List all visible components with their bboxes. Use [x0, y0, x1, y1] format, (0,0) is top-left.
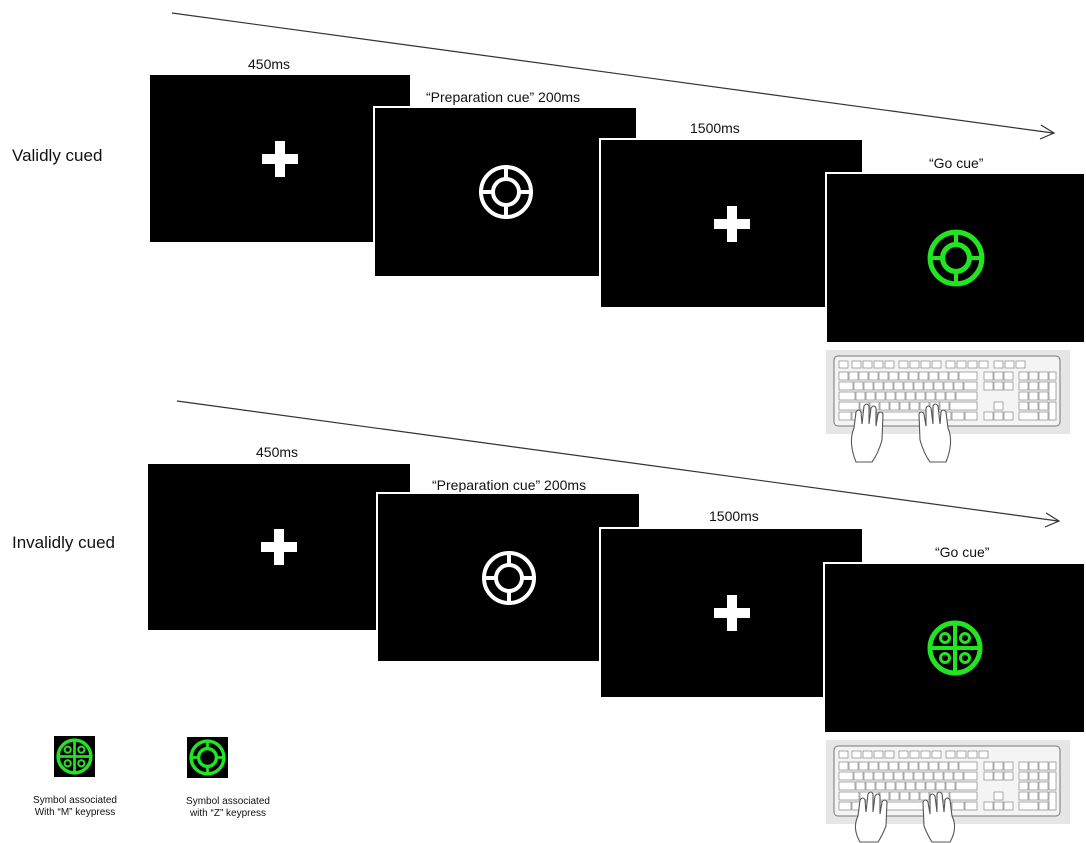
legend-z-symbol [187, 737, 228, 778]
green-quadrant-symbol-icon [54, 736, 95, 777]
fixation-cross-icon [262, 141, 298, 177]
preparation-cue-ring-icon [479, 548, 539, 608]
stimulus-screen [146, 462, 412, 632]
timing-label: 450ms [248, 56, 290, 72]
keyboard-hands-icon [826, 740, 1070, 843]
fixation-cross-icon [714, 595, 750, 631]
stimulus-screen [823, 562, 1086, 734]
legend-caption-line: With “M” keypress [20, 807, 130, 819]
row-label-invalidly-cued: Invalidly cued [12, 533, 115, 553]
green-quadrant-symbol-icon [925, 618, 985, 678]
legend-caption-line: Symbol associated [173, 796, 283, 808]
legend-caption-line: with “Z” keypress [173, 808, 283, 820]
timing-label: “Preparation cue” 200ms [426, 89, 580, 105]
timing-label: 1500ms [709, 508, 759, 524]
timing-label: “Go cue” [935, 544, 989, 560]
legend-m-symbol [54, 736, 95, 777]
timing-label: 450ms [256, 444, 298, 460]
keyboard-hands-icon [826, 350, 1070, 468]
fixation-cross-icon [714, 206, 750, 242]
legend-z-caption: Symbol associated with “Z” keypress [173, 796, 283, 820]
legend-caption-line: Symbol associated [20, 795, 130, 807]
green-ring-symbol-icon [925, 227, 987, 289]
stimulus-screen [825, 172, 1086, 344]
preparation-cue-ring-icon [476, 162, 536, 222]
timing-label: “Go cue” [929, 155, 983, 171]
legend-m-caption: Symbol associated With “M” keypress [20, 795, 130, 819]
timing-label: 1500ms [690, 120, 740, 136]
green-ring-symbol-icon [187, 737, 228, 778]
timing-label: “Preparation cue” 200ms [432, 477, 586, 493]
fixation-cross-icon [261, 529, 297, 565]
row-label-validly-cued: Validly cued [12, 146, 102, 166]
